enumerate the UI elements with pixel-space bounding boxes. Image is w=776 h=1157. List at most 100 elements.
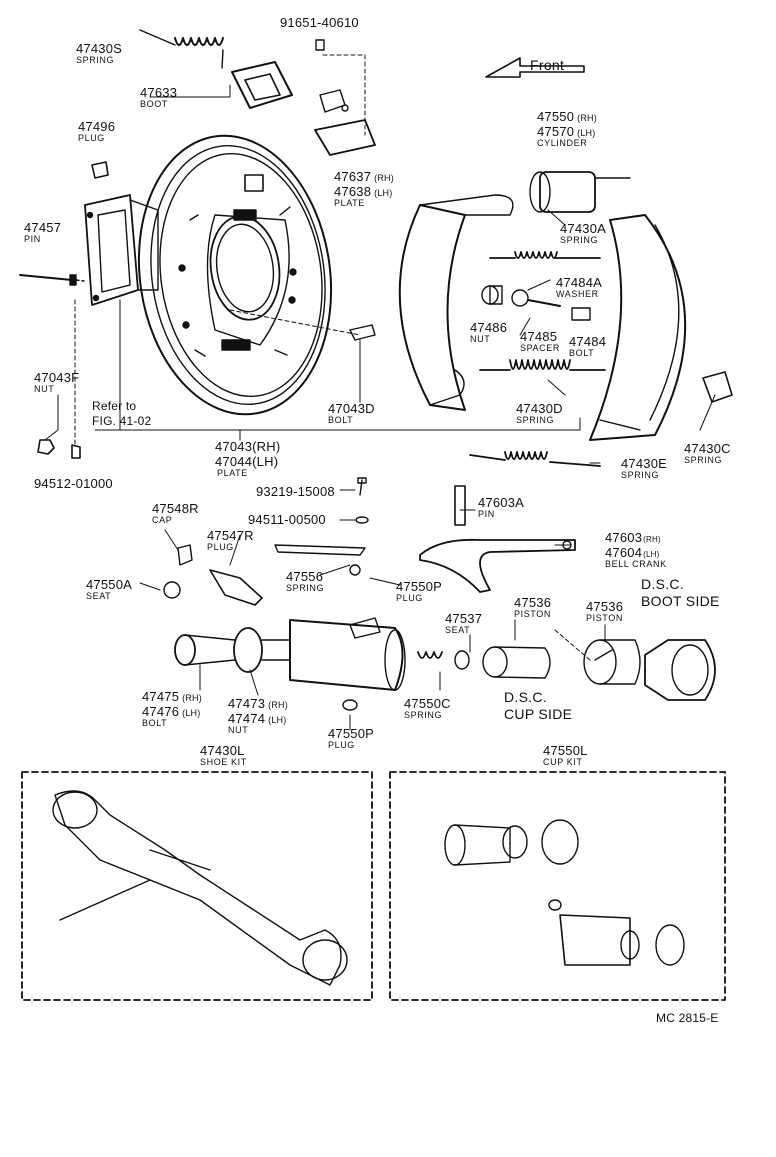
part-desc: BOOT bbox=[140, 99, 168, 109]
part-number: 47430E bbox=[621, 456, 668, 471]
part-side-2: (LH) bbox=[577, 128, 596, 138]
front-label-text: Front bbox=[530, 57, 565, 73]
part-desc: PIN bbox=[478, 509, 495, 519]
part-number: 47547R bbox=[207, 528, 254, 543]
refer-line-1: Refer to bbox=[92, 399, 137, 413]
part-side-2: (LH) bbox=[252, 454, 279, 469]
part-desc: SPRING bbox=[684, 455, 723, 465]
part-label-47548r: 47548R CAP bbox=[152, 502, 199, 525]
part-label-47550c: 47550C SPRING bbox=[404, 697, 451, 720]
part-label-47430d: 47430D SPRING bbox=[516, 402, 563, 425]
part-number-2: 47638 bbox=[334, 184, 372, 199]
pin-47457-drawing bbox=[19, 274, 85, 286]
part-number: 47430A bbox=[560, 221, 607, 236]
part-desc: PISTON bbox=[514, 609, 551, 619]
part-desc: PLATE bbox=[334, 198, 365, 208]
part-number: 47043F bbox=[34, 370, 80, 385]
part-label-47556: 47556 SPRING bbox=[286, 570, 324, 593]
part-label-91651: 91651-40610 bbox=[280, 16, 359, 29]
spring-47430s-drawing bbox=[139, 29, 224, 69]
part-label-47537: 47537 SEAT bbox=[445, 612, 482, 635]
part-number: 47043 bbox=[215, 439, 253, 454]
axle-flange-drawing bbox=[84, 194, 159, 306]
part-desc: SPRING bbox=[621, 470, 660, 480]
part-number: 93219-15008 bbox=[256, 484, 335, 499]
dsc-boot-side-label: D.S.C. BOOT SIDE bbox=[641, 577, 720, 608]
part-side: (RH) bbox=[374, 173, 394, 183]
part-side-2: (LH) bbox=[182, 708, 201, 718]
part-label-47484: 47484 BOLT bbox=[569, 335, 606, 358]
part-desc: SEAT bbox=[86, 591, 112, 601]
part-label-47043: 47043(RH) 47044(LH) PLATE bbox=[215, 440, 280, 478]
part-number: 47430S bbox=[76, 41, 123, 56]
part-number: 47496 bbox=[78, 119, 116, 134]
part-number: 47475 bbox=[142, 689, 180, 704]
part-label-47485: 47485 SPACER bbox=[520, 330, 560, 353]
footer-code: MC 2815-E bbox=[656, 1012, 719, 1024]
part-number: 47537 bbox=[445, 611, 483, 626]
part-number-2: 47044 bbox=[215, 454, 253, 469]
part-desc: NUT bbox=[228, 725, 249, 735]
part-number: 47550P bbox=[328, 726, 375, 741]
front-label: Front bbox=[530, 58, 564, 74]
part-number: 47484A bbox=[556, 275, 603, 290]
part-label-47496: 47496 PLUG bbox=[78, 120, 115, 143]
part-label-47550p-lower: 47550P PLUG bbox=[328, 727, 374, 750]
part-desc: PLUG bbox=[207, 542, 234, 552]
part-desc: BOLT bbox=[328, 415, 354, 425]
spring-47430c-drawing bbox=[702, 371, 733, 403]
dsc-line-1: D.S.C. bbox=[504, 689, 548, 705]
bell-crank-drawing bbox=[419, 485, 576, 593]
part-desc: NUT bbox=[34, 384, 55, 394]
part-side-2: (LH) bbox=[374, 188, 393, 198]
part-number: 47485 bbox=[520, 329, 558, 344]
part-number: 47603 bbox=[605, 530, 643, 545]
part-number: 47550C bbox=[404, 696, 451, 711]
part-number: 47043D bbox=[328, 401, 375, 416]
brake-shoe-right-drawing bbox=[589, 214, 687, 441]
part-label-47603: 47603(RH) 47604(LH) BELL CRANK bbox=[605, 531, 667, 569]
part-label-47486: 47486 NUT bbox=[470, 321, 507, 344]
springs-middle-drawing bbox=[469, 251, 606, 467]
part-label-47536-cup: 47536 PISTON bbox=[514, 596, 551, 619]
part-number: 47633 bbox=[140, 85, 178, 100]
part-desc: SPRING bbox=[286, 583, 325, 593]
part-desc: CAP bbox=[152, 515, 173, 525]
part-desc: SPRING bbox=[76, 55, 115, 65]
part-label-47550a: 47550A SEAT bbox=[86, 578, 132, 601]
part-number: 47430D bbox=[516, 401, 563, 416]
part-number: 47550P bbox=[396, 579, 443, 594]
dsc-line-2: BOOT SIDE bbox=[641, 593, 720, 609]
footer-code-text: MC 2815-E bbox=[656, 1011, 719, 1025]
front-arrow bbox=[485, 57, 585, 78]
shoe-kit-box bbox=[21, 771, 373, 1001]
part-desc: SPRING bbox=[516, 415, 555, 425]
part-number: 94511-00500 bbox=[248, 512, 326, 527]
part-number: 47550 bbox=[537, 109, 575, 124]
part-number-2: 47570 bbox=[537, 124, 575, 139]
part-desc: WASHER bbox=[556, 289, 599, 299]
part-side-2: (LH) bbox=[268, 715, 287, 725]
refer-note: Refer to FIG. 41-02 bbox=[92, 400, 151, 427]
part-label-47484a: 47484A WASHER bbox=[556, 276, 602, 299]
part-label-47637: 47637(RH) 47638(LH) PLATE bbox=[334, 170, 394, 208]
part-label-47475: 47475(RH) 47476(LH) BOLT bbox=[142, 690, 202, 728]
plate-47637-drawing bbox=[314, 39, 376, 156]
part-number: 47484 bbox=[569, 334, 607, 349]
part-desc: PIN bbox=[24, 234, 41, 244]
part-number-2: 47476 bbox=[142, 704, 180, 719]
part-label-94512: 94512-01000 bbox=[34, 477, 113, 490]
part-label-47536-boot: 47536 PISTON bbox=[586, 600, 623, 623]
part-number: 94512-01000 bbox=[34, 476, 113, 491]
part-label-47430e: 47430E SPRING bbox=[621, 457, 667, 480]
wheel-cylinder-assembly-drawing bbox=[163, 544, 551, 711]
part-side: (RH) bbox=[268, 700, 288, 710]
part-desc: BOLT bbox=[142, 718, 168, 728]
part-side: (RH) bbox=[182, 693, 202, 703]
dsc-boot-side-drawing bbox=[583, 639, 716, 701]
part-number: 47550A bbox=[86, 577, 133, 592]
part-desc: CUP KIT bbox=[543, 757, 583, 767]
part-desc: PLATE bbox=[217, 468, 248, 478]
part-desc: PLUG bbox=[328, 740, 355, 750]
